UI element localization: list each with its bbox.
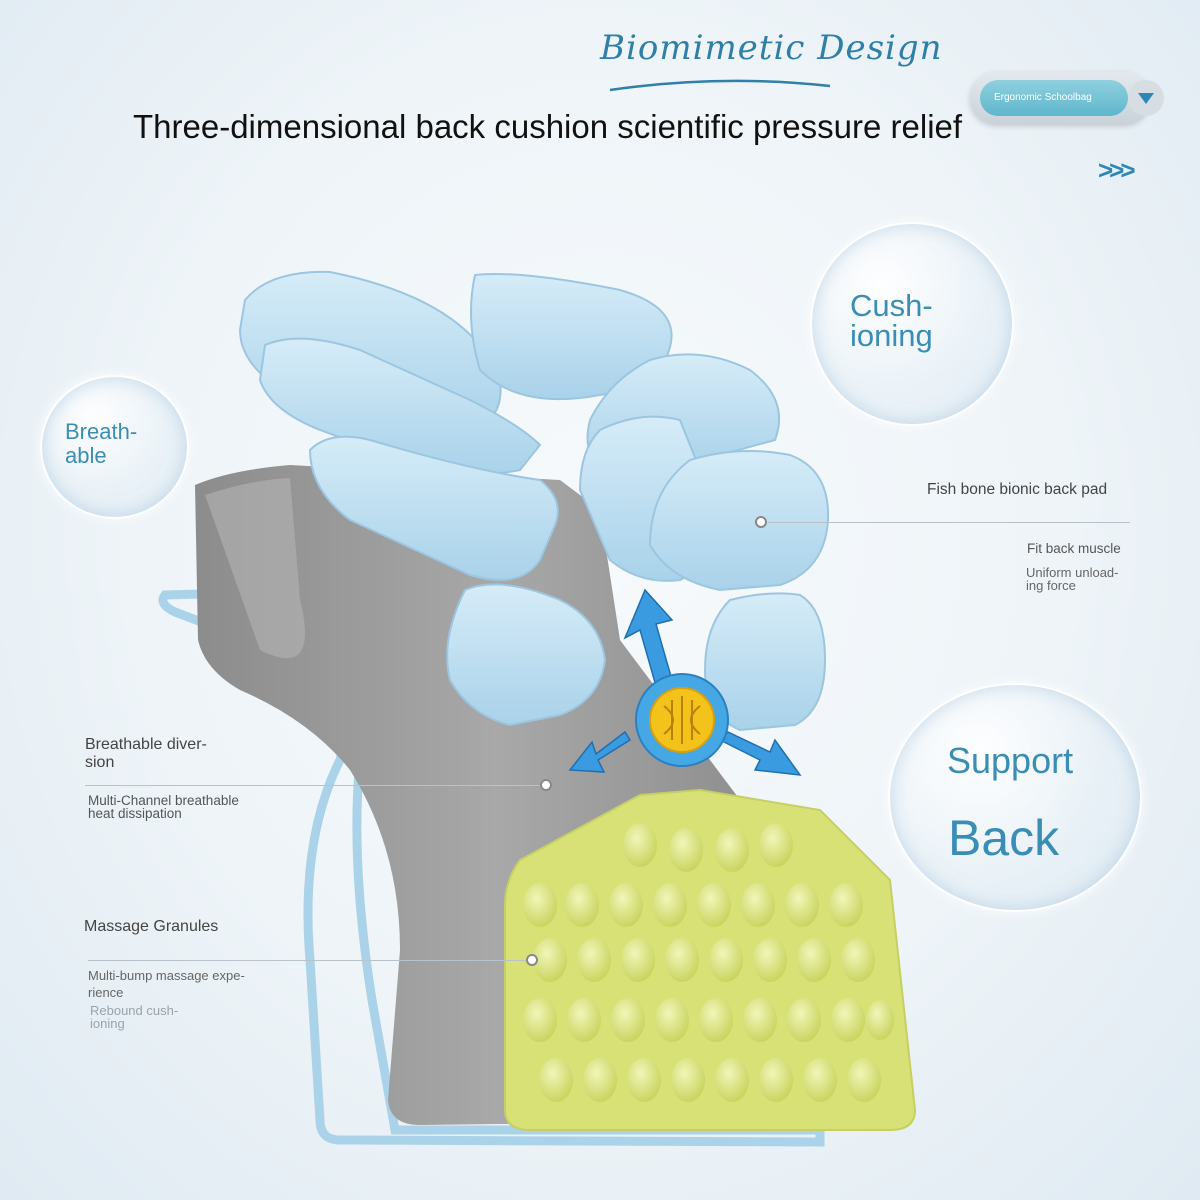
diversion-marker xyxy=(540,779,552,791)
category-pill-label[interactable]: Ergonomic Schoolbag xyxy=(980,80,1128,116)
pressure-arrows xyxy=(568,588,802,776)
dropdown-button[interactable] xyxy=(1128,80,1164,116)
massage-bumps xyxy=(523,823,894,1102)
pad xyxy=(308,435,559,581)
arrow-right-icon xyxy=(718,731,802,776)
massage-detail2-line1: Rebound cush- xyxy=(90,1003,179,1018)
bubble-cushioning-line2: ioning xyxy=(850,318,933,353)
massage-detail-line1: Multi-bump massage expe- xyxy=(88,968,245,983)
fish-bone-pads xyxy=(238,270,830,732)
grey-frame-highlight xyxy=(205,478,305,659)
bubble-breathable-line1: Breath- xyxy=(65,419,138,444)
bubble-breathable-line2: able xyxy=(65,443,107,468)
massage-detail2-line2: ioning xyxy=(90,1016,125,1031)
fish-bone-title: Fish bone bionic back pad xyxy=(927,481,1108,498)
triangle-down-icon xyxy=(1138,93,1154,104)
fish-bone-detail2-line1: Uniform unload- xyxy=(1026,565,1119,580)
pad xyxy=(648,450,830,592)
fish-bone-marker xyxy=(755,516,767,528)
massage-detail-line2: rience xyxy=(88,985,124,1000)
bubble-support-line2: Back xyxy=(948,810,1060,866)
pad xyxy=(446,583,607,727)
bubble-cushioning xyxy=(810,222,1014,426)
hub-pattern xyxy=(663,696,701,744)
pad xyxy=(258,337,542,476)
chevrons-right-icon: >>> xyxy=(1098,155,1136,185)
diversion-title-line1: Breathable diver- xyxy=(85,736,207,753)
massage-title: Massage Granules xyxy=(84,918,219,935)
fish-bone-detail1: Fit back muscle xyxy=(1027,541,1121,556)
script-title: Biomimetic Design xyxy=(600,28,943,68)
page-title: Three-dimensional back cushion scientifi… xyxy=(133,108,963,145)
bubble-support-back xyxy=(888,683,1142,912)
bubble-cushioning-line1: Cush- xyxy=(850,288,933,323)
arrow-left-icon xyxy=(568,730,632,773)
diversion-leader xyxy=(85,785,540,786)
fish-bone-leader xyxy=(768,522,1130,523)
massage-leader xyxy=(88,960,526,961)
script-underline xyxy=(609,79,831,92)
bubble-support-line1: Support xyxy=(947,740,1074,781)
massage-marker xyxy=(526,954,538,966)
diversion-detail-line1: Multi-Channel breathable xyxy=(88,793,239,808)
bubble-breathable xyxy=(40,375,189,519)
diversion-detail-line2: heat dissipation xyxy=(88,806,182,821)
diversion-title-line2: sion xyxy=(85,754,115,771)
pad xyxy=(703,592,827,732)
fish-bone-detail2-line2: ing force xyxy=(1026,578,1076,593)
